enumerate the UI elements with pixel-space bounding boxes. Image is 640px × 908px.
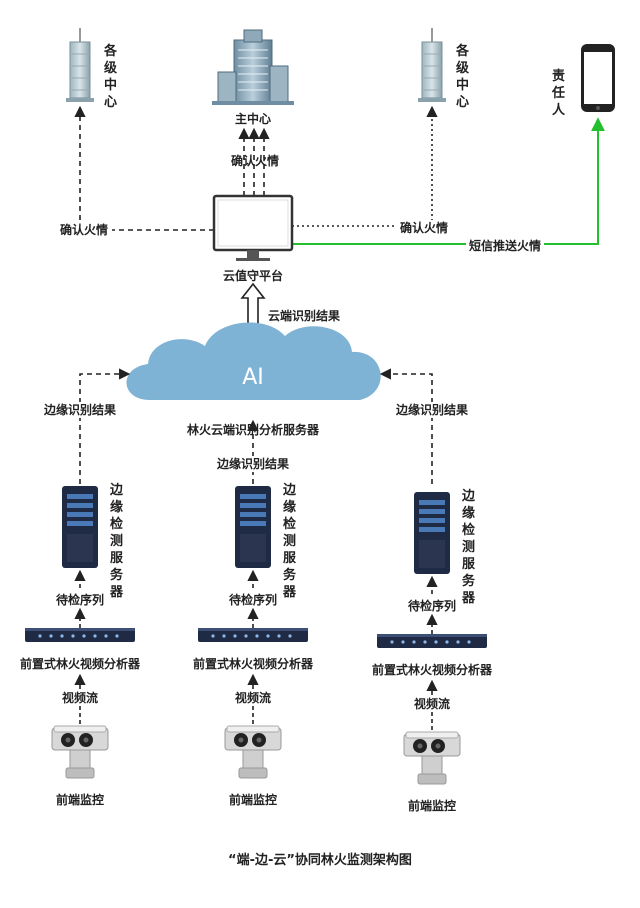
edge-result-label-2: 边缘识别结果 <box>216 456 289 471</box>
edge-server-label: 器 <box>461 591 476 606</box>
queue-label: 待检序列 <box>56 592 104 607</box>
svg-text:各: 各 <box>103 43 118 59</box>
confirm-fire-label-left: 确认火情 <box>60 222 108 237</box>
camera-label: 前端监控 <box>56 792 104 807</box>
edge-server-icon <box>62 486 98 568</box>
camera-label: 前端监控 <box>229 792 277 807</box>
edge-server-label: 服 <box>462 557 476 572</box>
ai-cloud <box>126 322 381 400</box>
svg-text:心: 心 <box>104 95 117 110</box>
sms-push-label: 短信推送火情 <box>469 238 541 253</box>
queue-label: 待检序列 <box>229 592 277 607</box>
responsible-label: 责 任 人 <box>551 68 566 118</box>
edge-server-label: 缘 <box>110 499 123 515</box>
confirm-arrow-right <box>292 105 438 227</box>
camera-label: 前端监控 <box>408 798 456 813</box>
svg-text:级: 级 <box>104 60 118 76</box>
main-center-label: 主中心 <box>235 111 271 126</box>
ptz-camera-icon <box>224 725 282 779</box>
stream-label: 视频流 <box>414 696 450 711</box>
analyzer-label: 前置式林火视频分析器 <box>20 656 141 671</box>
video-analyzer-device-icon <box>377 634 487 648</box>
smartphone-icon <box>581 44 615 112</box>
edge-server-label: 缘 <box>283 499 296 515</box>
edge-server-label: 务 <box>462 573 476 589</box>
svg-text:中: 中 <box>104 77 117 93</box>
sms-push-line <box>292 117 605 245</box>
cloud-result-label: 云端识别结果 <box>268 308 340 323</box>
edge-server-label: 边 <box>109 483 124 498</box>
svg-text:中: 中 <box>456 77 469 93</box>
analyzer-label: 前置式林火视频分析器 <box>372 662 493 677</box>
video-analyzer-device-icon <box>25 628 135 642</box>
confirm-fire-label-right: 确认火情 <box>400 220 448 235</box>
edge-server-label: 务 <box>110 567 124 583</box>
edge-server-label: 检 <box>462 522 475 538</box>
edge-server-label: 务 <box>283 567 297 583</box>
video-analyzer-device-icon <box>198 628 308 642</box>
edge-server-label: 器 <box>109 585 124 600</box>
stream-label: 视频流 <box>62 690 98 705</box>
queue-label: 待检序列 <box>408 598 456 613</box>
regional-center-icon-left <box>66 28 94 102</box>
edge-result-label-3: 边缘识别结果 <box>395 402 468 417</box>
main-center-building-icon <box>212 29 294 105</box>
right-center-label: 各 级 中 心 <box>455 43 470 110</box>
ptz-camera-icon <box>51 725 109 779</box>
svg-text:各: 各 <box>455 43 470 59</box>
edge-result-label-1: 边缘识别结果 <box>43 402 116 417</box>
edge-server-label: 测 <box>462 539 475 555</box>
edge-server-label: 测 <box>283 533 296 549</box>
edge-server-label: 缘 <box>462 505 475 521</box>
edge-server-label: 边 <box>282 483 297 498</box>
svg-text:级: 级 <box>456 60 470 76</box>
confirm-fire-label-mid: 确认火情 <box>231 153 279 168</box>
monitor-icon <box>212 194 294 261</box>
edge-server-label: 边 <box>461 489 476 504</box>
ai-label: AI <box>242 365 264 390</box>
edge-server-icon <box>414 492 450 574</box>
edge-server-label: 检 <box>110 516 123 532</box>
confirm-arrows <box>74 105 270 231</box>
svg-text:人: 人 <box>552 102 566 118</box>
svg-text:心: 心 <box>456 95 469 110</box>
platform-label: 云值守平台 <box>223 268 283 283</box>
edge-server-label: 测 <box>110 533 123 549</box>
regional-center-icon-right <box>418 28 446 102</box>
svg-text:任: 任 <box>551 85 565 101</box>
ptz-camera-icon <box>403 731 461 785</box>
diagram-caption: “端-边-云”协同林火监测架构图 <box>228 852 412 868</box>
analyzer-label: 前置式林火视频分析器 <box>193 656 314 671</box>
edge-server-label: 服 <box>283 551 297 566</box>
svg-text:责: 责 <box>552 68 565 84</box>
edge-server-icon <box>235 486 271 568</box>
edge-server-label: 服 <box>110 551 124 566</box>
left-center-label: 各 级 中 心 <box>103 43 118 110</box>
edge-server-label: 器 <box>282 585 297 600</box>
stream-label: 视频流 <box>235 690 271 705</box>
edge-server-label: 检 <box>283 516 296 532</box>
edge-result-arrows <box>79 368 433 484</box>
